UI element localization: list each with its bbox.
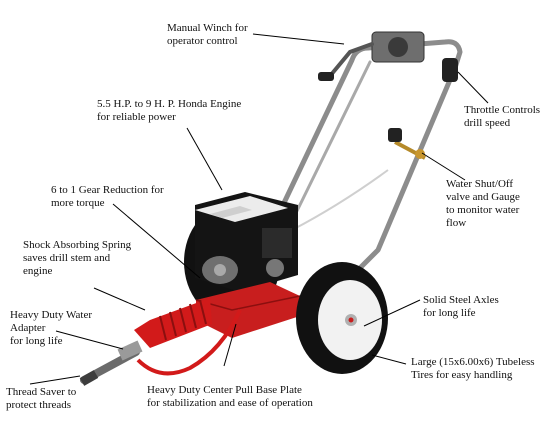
callout-base-plate: Heavy Duty Center Pull Base Plate for st…: [147, 384, 313, 409]
callout-spring: Shock Absorbing Spring saves drill stem …: [23, 239, 132, 277]
callout-water-valve: Water Shut/Off valve and Gauge to monito…: [446, 178, 520, 229]
engine: [195, 192, 298, 292]
callout-tires: Large (15x6.00x6) Tubeless Tires for eas…: [411, 356, 535, 381]
handle-frame: [280, 39, 463, 285]
callout-axles: Solid Steel Axles for long life: [423, 294, 499, 319]
drill-stem: [79, 340, 143, 386]
water-valve: [388, 128, 426, 160]
throttle-control: [442, 58, 458, 82]
winch: [318, 31, 425, 81]
leader-lines: [29, 33, 489, 385]
callout-gear-reduction: 6 to 1 Gear Reduction for more torque: [51, 184, 164, 209]
water-line: [291, 169, 389, 231]
shock-spring: [134, 298, 212, 348]
callout-adapter: Heavy Duty Water Adapter for long life: [10, 309, 92, 347]
water-hose: [136, 309, 242, 376]
callout-thread-saver: Thread Saver to protect threads: [6, 386, 77, 411]
front-wheel: [296, 262, 388, 374]
callout-throttle: Throttle Controls drill speed: [464, 104, 541, 129]
callout-engine: 5.5 H.P. to 9 H. P. Honda Engine for rel…: [97, 98, 242, 123]
callout-winch: Manual Winch for operator control: [167, 22, 248, 47]
